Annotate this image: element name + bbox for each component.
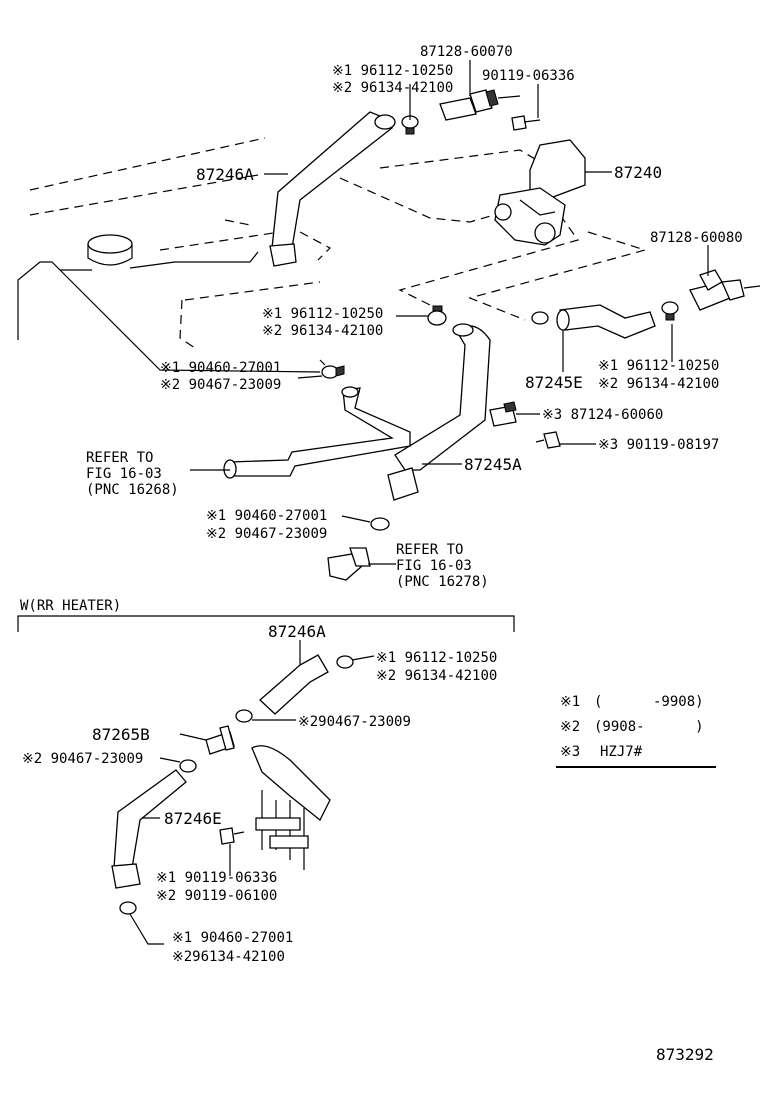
label-s2-96134-42100-lower-b: ※296134-42100	[172, 949, 285, 965]
legend-mark-1: ※1	[560, 694, 580, 710]
refer-2-line-2: FIG 16-03	[396, 558, 472, 574]
label-s2-90467-23009-lower-a: ※290467-23009	[298, 714, 411, 730]
clamp-lower-1	[336, 655, 354, 669]
legend-mark-2: ※2	[560, 719, 580, 735]
label-s2-90119-06100-lower: ※2 90119-06100	[156, 888, 277, 904]
legend: ※1 ( -9908) ※2 (9908- ) ※3 HZJ7#	[560, 694, 704, 760]
label-s2-96134-42100-r: ※2 96134-42100	[598, 376, 719, 392]
label-s1-90119-06336-lower: ※1 90119-06336	[156, 870, 277, 886]
figure-number: 873292	[656, 1045, 714, 1064]
label-90119-06336-top: 90119-06336	[482, 68, 575, 84]
label-s2-96134-42100-top: ※2 96134-42100	[332, 80, 453, 96]
label-87245E: 87245E	[525, 373, 583, 392]
fitting-87128-60070	[439, 89, 521, 121]
refer-1-line-3: (PNC 16268)	[86, 482, 179, 498]
bolt-lower	[219, 827, 245, 845]
clamp-top	[401, 115, 419, 135]
hose-87245A	[387, 323, 491, 501]
label-87240: 87240	[614, 163, 662, 182]
hose-87245E	[556, 304, 656, 339]
label-87265B: 87265B	[92, 725, 150, 744]
hose-87246A-upper	[269, 111, 396, 267]
label-s1-96112-10250-lower: ※1 96112-10250	[376, 650, 497, 666]
label-s1-96112-10250-top: ※1 96112-10250	[332, 63, 453, 79]
hose-87246E	[111, 769, 187, 889]
clamp-lower-4	[119, 901, 137, 915]
label-s1-90460-27001-b: ※1 90460-27001	[206, 508, 327, 524]
leader-lines-lower	[129, 640, 375, 945]
label-s3-90119-08197: ※3 90119-08197	[598, 437, 719, 453]
label-87246E: 87246E	[164, 809, 222, 828]
label-s2-96134-42100-mid: ※2 96134-42100	[262, 323, 383, 339]
radiator-cap	[87, 234, 133, 254]
refer-1-line-2: FIG 16-03	[86, 466, 162, 482]
label-87128-60080: 87128-60080	[650, 230, 743, 246]
label-87246A-lower: 87246A	[268, 622, 326, 641]
clamp-right	[661, 301, 679, 321]
label-s2-90467-23009-a: ※2 90467-23009	[160, 377, 281, 393]
label-s2-90467-23009-lower-b: ※2 90467-23009	[22, 751, 143, 767]
bolt-90119-08197	[535, 431, 561, 449]
fitting-87128-60080	[689, 269, 760, 311]
section-title: W(RR HEATER)	[20, 598, 121, 614]
section-bracket	[17, 615, 515, 632]
legend-text-1: ( -9908)	[594, 694, 704, 710]
refer-2-line-3: (PNC 16278)	[396, 574, 489, 590]
clamp-lower-2	[235, 709, 253, 723]
leader-lines-upper	[190, 60, 709, 565]
bracket-87124-60060	[489, 401, 517, 427]
label-s1-90460-27001-lower: ※1 90460-27001	[172, 930, 293, 946]
hose-87246A-lower	[259, 654, 329, 715]
legend-text-2: (9908- )	[594, 719, 704, 735]
hose-to-16268	[223, 386, 411, 479]
label-87245A: 87245A	[464, 455, 522, 474]
clamp-90460-a	[321, 365, 345, 379]
clamp-lower-3	[179, 759, 197, 773]
label-s1-90460-27001-a: ※1 90460-27001	[160, 360, 281, 376]
engine-outline	[29, 137, 648, 366]
clamp-87245E	[531, 311, 549, 325]
label-s2-96134-42100-lower: ※2 96134-42100	[376, 668, 497, 684]
label-87128-60070: 87128-60070	[420, 44, 513, 60]
legend-mark-3: ※3	[560, 744, 580, 760]
bolt-90119-06336-top	[511, 115, 541, 131]
legend-text-3: HZJ7#	[600, 744, 643, 760]
radiator-tank	[17, 234, 321, 373]
tee-87265B	[205, 725, 235, 755]
water-valve-87240	[494, 139, 586, 246]
clamp-middle	[427, 305, 447, 326]
label-s2-90467-23009-b: ※2 90467-23009	[206, 526, 327, 542]
label-s3-87124-60060: ※3 87124-60060	[542, 407, 663, 423]
elbow-16278	[327, 547, 371, 581]
label-s1-96112-10250-r: ※1 96112-10250	[598, 358, 719, 374]
heater-pipes	[251, 745, 331, 870]
clamp-90460-b	[370, 517, 390, 531]
label-87246A-top: 87246A	[196, 165, 254, 184]
refer-2-line-1: REFER TO	[396, 542, 463, 558]
label-s1-96112-10250-mid: ※1 96112-10250	[262, 306, 383, 322]
refer-1-line-1: REFER TO	[86, 450, 153, 466]
